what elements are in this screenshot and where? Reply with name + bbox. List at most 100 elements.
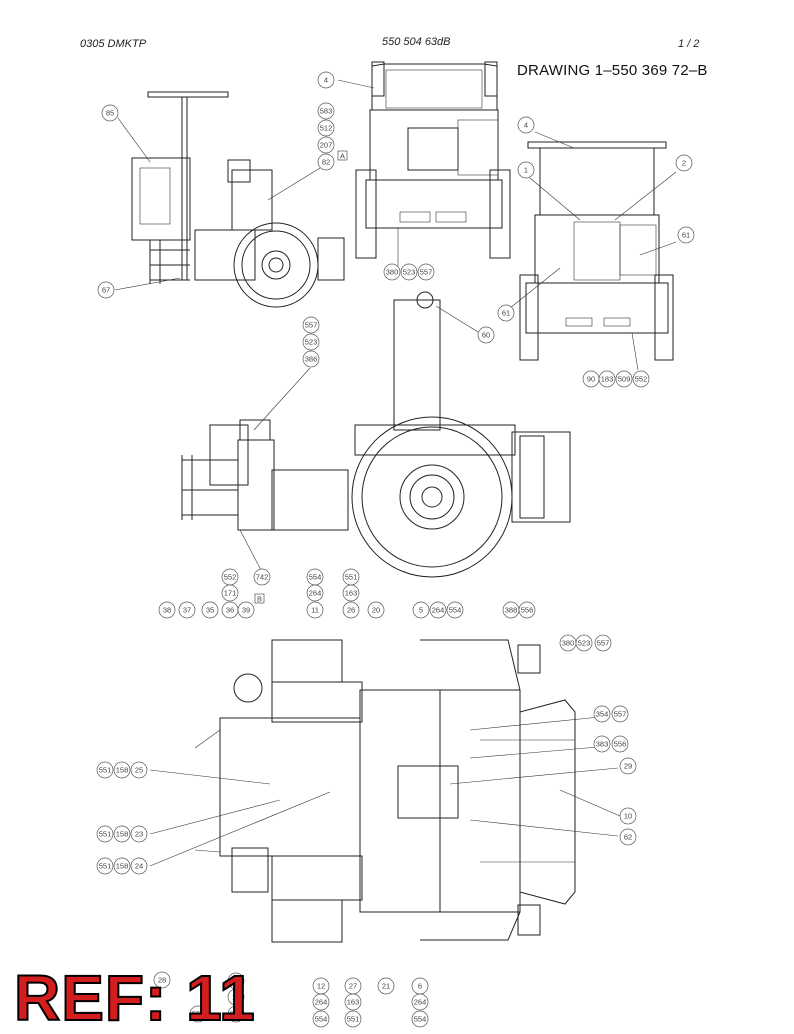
callout-balloon: [227, 1005, 245, 1023]
callout-label: 163: [345, 589, 358, 598]
callout-label: 264: [309, 589, 322, 598]
callout-balloon: [411, 993, 429, 1011]
callout-balloon: [130, 825, 148, 843]
callout-balloon: [302, 350, 320, 368]
middle-side-view: [181, 291, 571, 578]
callout-balloon: [317, 102, 335, 120]
callout-balloon: [227, 988, 245, 1006]
callout-balloon: [517, 161, 535, 179]
callout-label: 554: [449, 606, 462, 615]
callout-label: 557: [597, 639, 610, 648]
callout-balloon: [594, 634, 612, 652]
callout-label: 4: [524, 121, 528, 130]
callout-label: 85: [106, 109, 114, 118]
callout-label: 556: [614, 740, 627, 749]
callout-label: 388: [505, 606, 518, 615]
callout-balloon: [97, 281, 115, 299]
callout-balloon: [598, 370, 616, 388]
callout-label: 550: [192, 1010, 205, 1019]
callout-label: 90: [587, 375, 595, 384]
callout-balloon: [306, 584, 324, 602]
callout-balloon: [477, 326, 495, 344]
callout-label: 60: [482, 331, 490, 340]
callout-balloon: [96, 825, 114, 843]
callout-balloon: [189, 1005, 207, 1023]
callout-label: 552: [224, 573, 237, 582]
callout-label: 554: [315, 1015, 328, 1024]
callout-balloon: [342, 584, 360, 602]
rear-view: [509, 131, 677, 371]
callout-balloon: [317, 71, 335, 89]
callout-label: 12: [317, 982, 325, 991]
callout-label: 1: [524, 166, 528, 175]
callout-label: 23: [135, 830, 143, 839]
callout-label: 380: [562, 639, 575, 648]
callout-label: 583: [320, 107, 333, 116]
callout-balloon: [575, 634, 593, 652]
callout-balloon: [367, 601, 385, 619]
callout-label: 35: [206, 606, 214, 615]
callout-label: 509: [618, 375, 631, 384]
plan-view: [149, 639, 621, 943]
callout-balloon: [101, 104, 119, 122]
callout-balloon: [593, 735, 611, 753]
callout-label: 158: [116, 766, 129, 775]
callout-balloon: [113, 857, 131, 875]
callout-label: 551: [99, 862, 112, 871]
callout-balloon: [237, 601, 255, 619]
callout-balloon: [619, 757, 637, 775]
callout-balloon: [253, 568, 271, 586]
callout-label: 551: [99, 830, 112, 839]
callout-balloon: [96, 857, 114, 875]
callout-label: 380: [386, 268, 399, 277]
callout-label: 21: [382, 982, 390, 991]
ref-stamp: REF: 11: [13, 962, 256, 1034]
callout-balloon: [400, 263, 418, 281]
callout-label: 2: [682, 159, 686, 168]
callout-label: 552: [635, 375, 648, 384]
callout-balloon: [518, 601, 536, 619]
callout-label: 386: [305, 355, 318, 364]
callout-label: 62: [624, 833, 632, 842]
callout-label: 557: [614, 710, 627, 719]
callout-balloon: [306, 601, 324, 619]
callout-label: 29: [624, 762, 632, 771]
callout-label: 6: [418, 982, 422, 991]
document-number: 550 504 63dB: [382, 36, 451, 48]
callout-label: 11: [311, 606, 319, 615]
callout-balloon: [412, 601, 430, 619]
callout-balloon: [383, 263, 401, 281]
callout-label: 25: [135, 766, 143, 775]
callout-balloon: [619, 828, 637, 846]
callout-balloon: [317, 119, 335, 137]
callout-balloon: [677, 226, 695, 244]
callout-balloon: [317, 153, 335, 171]
callout-label: 742: [256, 573, 269, 582]
callout-label: 512: [320, 124, 333, 133]
side-view: [114, 91, 345, 308]
callout-label: 557: [305, 321, 318, 330]
callout-balloon: [178, 601, 196, 619]
callout-label: 36: [226, 606, 234, 615]
callout-label: 67: [102, 286, 110, 295]
callout-label: 523: [403, 268, 416, 277]
callout-label: 28: [158, 976, 166, 985]
callout-label: 383: [596, 740, 609, 749]
callout-balloon: [497, 304, 515, 322]
callout-balloon: [517, 116, 535, 134]
callout-label: 158: [116, 862, 129, 871]
callout-balloon: [377, 977, 395, 995]
callout-label: 554: [414, 1015, 427, 1024]
callout-balloon: [113, 761, 131, 779]
callout-label: 523: [578, 639, 591, 648]
callout-label: 4: [324, 76, 328, 85]
callout-label: 557: [420, 268, 433, 277]
callout-balloon: [317, 136, 335, 154]
callout-balloon: [429, 601, 447, 619]
callout-label: 38: [163, 606, 171, 615]
callout-label: 14: [232, 993, 240, 1002]
callout-balloon: [302, 333, 320, 351]
callout-balloon: [611, 705, 629, 723]
